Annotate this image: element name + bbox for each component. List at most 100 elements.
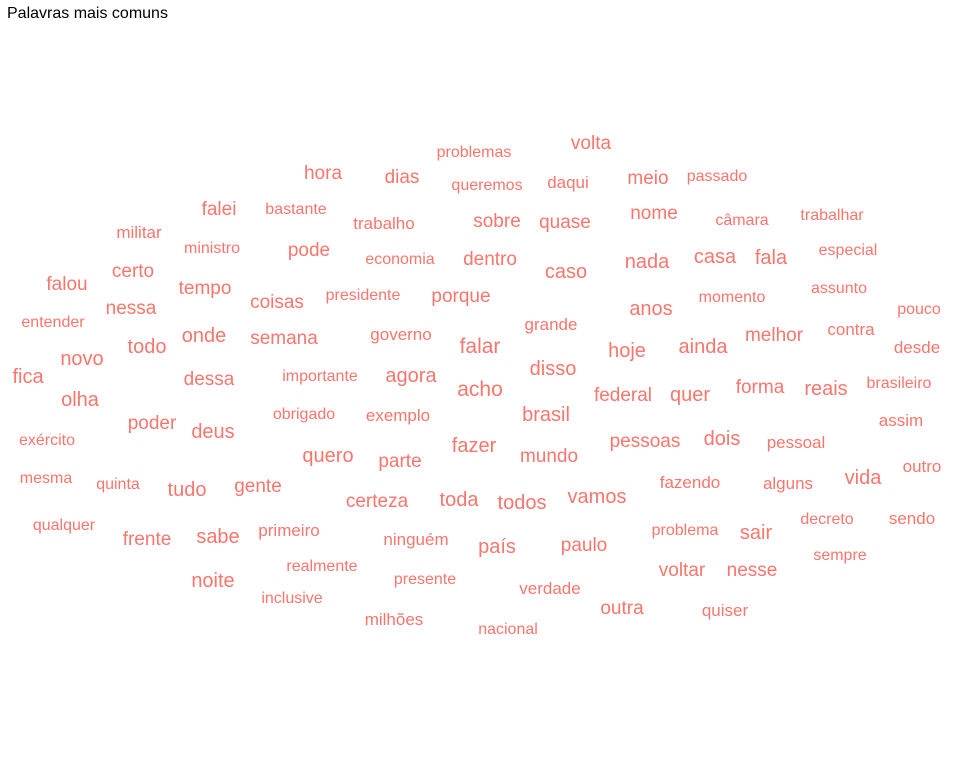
- word-presente: presente: [394, 571, 456, 588]
- word-entender: entender: [21, 314, 85, 331]
- word-gente: gente: [234, 476, 282, 497]
- word-especial: especial: [819, 242, 878, 259]
- word-paulo: paulo: [561, 535, 608, 556]
- word-sobre: sobre: [473, 211, 521, 232]
- word-vamos: vamos: [568, 486, 627, 508]
- word-milhões: milhões: [365, 610, 424, 629]
- word-melhor: melhor: [745, 325, 804, 346]
- word-nada: nada: [625, 251, 670, 273]
- word-presidente: presidente: [326, 287, 401, 304]
- word-novo: novo: [60, 348, 103, 370]
- word-ministro: ministro: [184, 240, 240, 257]
- word-semana: semana: [250, 328, 318, 349]
- word-casa: casa: [694, 246, 737, 268]
- word-nome: nome: [630, 203, 678, 224]
- word-certo: certo: [112, 261, 154, 282]
- word-parte: parte: [378, 451, 421, 472]
- word-câmara: câmara: [715, 212, 768, 229]
- word-quinta: quinta: [96, 476, 140, 493]
- word-economia: economia: [365, 251, 434, 268]
- word-certeza: certeza: [346, 491, 409, 512]
- word-outra: outra: [600, 598, 644, 619]
- word-realmente: realmente: [286, 558, 357, 575]
- word-tempo: tempo: [179, 278, 232, 299]
- word-grande: grande: [525, 315, 578, 334]
- word-sair: sair: [740, 522, 773, 544]
- word-brasil: brasil: [522, 404, 570, 426]
- word-hoje: hoje: [608, 340, 646, 362]
- word-desde: desde: [894, 338, 940, 357]
- word-olha: olha: [61, 389, 100, 411]
- word-trabalhar: trabalhar: [800, 207, 864, 224]
- word-quiser: quiser: [702, 601, 749, 620]
- word-falou: falou: [46, 274, 87, 295]
- word-quase: quase: [539, 212, 591, 233]
- word-mesma: mesma: [20, 470, 73, 487]
- word-militar: militar: [116, 223, 162, 242]
- word-mundo: mundo: [520, 446, 578, 467]
- word-primeiro: primeiro: [258, 521, 319, 540]
- word-noite: noite: [191, 570, 234, 592]
- word-obrigado: obrigado: [273, 406, 335, 423]
- word-falei: falei: [202, 199, 237, 220]
- word-pessoal: pessoal: [767, 433, 826, 452]
- word-onde: onde: [182, 325, 227, 347]
- word-acho: acho: [457, 378, 503, 401]
- word-fica: fica: [12, 366, 44, 388]
- word-brasileiro: brasileiro: [867, 375, 932, 392]
- word-meio: meio: [627, 168, 668, 189]
- word-vida: vida: [845, 467, 883, 489]
- word-verdade: verdade: [519, 579, 580, 598]
- word-assim: assim: [879, 411, 923, 430]
- word-poder: poder: [128, 413, 177, 434]
- word-hora: hora: [304, 163, 342, 184]
- word-caso: caso: [545, 261, 587, 283]
- word-nessa: nessa: [106, 298, 157, 319]
- word-problemas: problemas: [437, 144, 512, 161]
- word-contra: contra: [827, 320, 875, 339]
- word-fazer: fazer: [452, 435, 497, 457]
- word-agora: agora: [385, 365, 437, 387]
- word-daqui: daqui: [547, 173, 589, 192]
- word-forma: forma: [736, 377, 785, 398]
- word-voltar: voltar: [659, 560, 706, 581]
- word-governo: governo: [370, 325, 431, 344]
- word-todo: todo: [128, 336, 167, 358]
- word-problema: problema: [652, 522, 719, 539]
- word-federal: federal: [594, 385, 652, 406]
- word-alguns: alguns: [763, 474, 813, 493]
- word-reais: reais: [804, 378, 847, 400]
- word-qualquer: qualquer: [33, 517, 96, 534]
- word-disso: disso: [530, 358, 577, 380]
- word-falar: falar: [460, 335, 501, 358]
- word-quero: quero: [302, 445, 353, 467]
- word-coisas: coisas: [250, 292, 304, 313]
- word-quer: quer: [670, 384, 710, 406]
- word-decreto: decreto: [800, 511, 853, 528]
- word-nesse: nesse: [727, 560, 778, 581]
- word-país: país: [478, 536, 516, 558]
- word-pessoas: pessoas: [610, 431, 681, 452]
- word-tudo: tudo: [168, 479, 207, 501]
- word-dentro: dentro: [463, 249, 517, 270]
- word-fala: fala: [755, 247, 788, 269]
- word-sabe: sabe: [196, 526, 239, 548]
- word-pouco: pouco: [897, 301, 941, 318]
- word-trabalho: trabalho: [353, 214, 414, 233]
- word-queremos: queremos: [451, 177, 522, 194]
- word-fazendo: fazendo: [660, 473, 721, 492]
- word-sempre: sempre: [813, 547, 866, 564]
- word-deus: deus: [191, 421, 234, 443]
- word-ainda: ainda: [679, 336, 729, 358]
- chart-title: Palavras mais comuns: [7, 5, 168, 22]
- word-outro: outro: [903, 457, 942, 476]
- word-exército: exército: [19, 432, 75, 449]
- word-pode: pode: [288, 240, 330, 261]
- word-todos: todos: [498, 492, 547, 514]
- word-porque: porque: [431, 286, 490, 307]
- word-importante: importante: [282, 368, 358, 385]
- word-dias: dias: [385, 167, 420, 188]
- word-passado: passado: [687, 168, 748, 185]
